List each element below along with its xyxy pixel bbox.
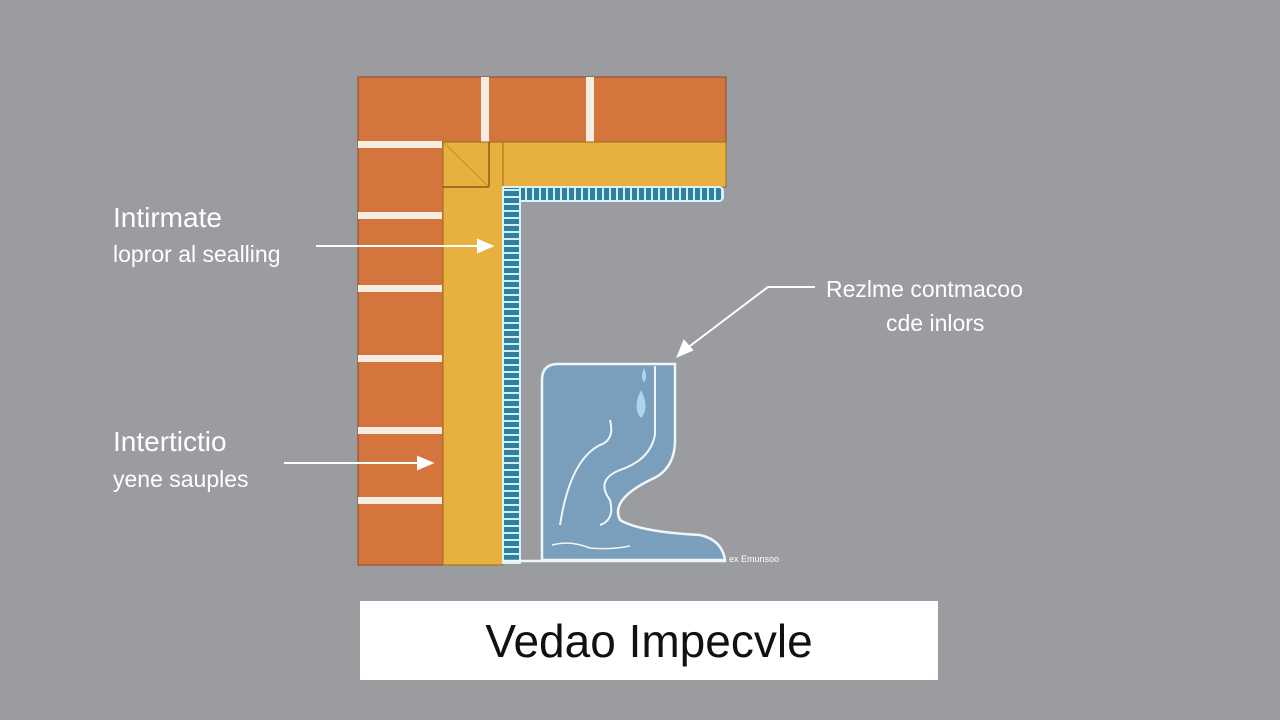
sealing-membrane — [502, 186, 724, 564]
label-top-left-title: Intirmate — [113, 202, 222, 233]
label-top-left-subtitle: lopror al sealling — [113, 241, 281, 267]
callout-arrows — [284, 238, 815, 471]
label-right-subtitle: cde inlors — [886, 310, 985, 336]
water-drop-icon — [642, 368, 646, 382]
brick-wall — [357, 76, 727, 566]
caption-box: Vedao Impecvle — [360, 601, 938, 680]
label-bottom-left-subtitle: yene sauples — [113, 466, 249, 492]
caption-title: Vedao Impecvle — [485, 614, 813, 667]
label-right-title: Rezlme contmacoo — [826, 276, 1023, 302]
water-leak-illustration — [503, 362, 727, 563]
tiny-note: ex Emunsoo — [729, 554, 780, 564]
water-drop-icon — [636, 390, 646, 418]
wood-insulation-layer — [442, 141, 727, 566]
label-bottom-left-title: Intertictio — [113, 426, 227, 457]
